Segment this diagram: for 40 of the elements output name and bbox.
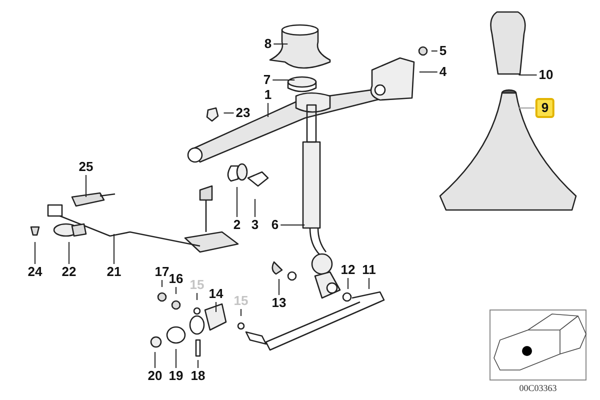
- leader-line: [236, 186, 238, 218]
- leader-line: [240, 308, 242, 316]
- callout-number: 24: [26, 265, 44, 279]
- callout-number: 20: [146, 369, 164, 383]
- callout-number: 9: [535, 98, 555, 118]
- leader-line: [68, 242, 70, 264]
- callout-number: 12: [340, 263, 356, 277]
- leader-line: [154, 352, 156, 368]
- leader-line: [430, 50, 438, 52]
- callout-number: 18: [190, 369, 206, 383]
- callout-number: 4: [438, 65, 448, 79]
- callout-number: 7: [262, 73, 272, 87]
- callout-number: 23: [234, 106, 252, 120]
- leader-line: [223, 112, 234, 114]
- leader-line: [34, 242, 36, 264]
- callout-number: 6: [270, 218, 280, 232]
- leader-line: [518, 74, 538, 76]
- callout-number: 25: [78, 160, 94, 174]
- callout-number: 11: [361, 263, 377, 277]
- callout-number: 21: [106, 265, 122, 279]
- callout-number: 17: [154, 265, 170, 279]
- leader-line: [368, 278, 370, 290]
- callout-number: 8: [263, 37, 273, 51]
- callout-number: 19: [168, 369, 184, 383]
- drawing-number: 00C03363: [519, 383, 557, 393]
- callout-number: 22: [60, 265, 78, 279]
- callout-number: 2: [232, 218, 242, 232]
- callout-number: 3: [250, 218, 260, 232]
- callout-number: 15: [188, 278, 206, 292]
- callout-number: 15: [232, 294, 250, 308]
- leader-line: [196, 292, 198, 300]
- leader-line: [254, 198, 256, 218]
- leader-line: [278, 278, 280, 296]
- callout-number: 13: [270, 296, 288, 310]
- leader-line: [280, 224, 306, 226]
- callout-number: 14: [208, 287, 224, 301]
- callout-number: 16: [168, 272, 184, 286]
- callout-number: 10: [538, 68, 554, 82]
- callout-number: 5: [438, 44, 448, 58]
- callout-number: 1: [263, 88, 273, 102]
